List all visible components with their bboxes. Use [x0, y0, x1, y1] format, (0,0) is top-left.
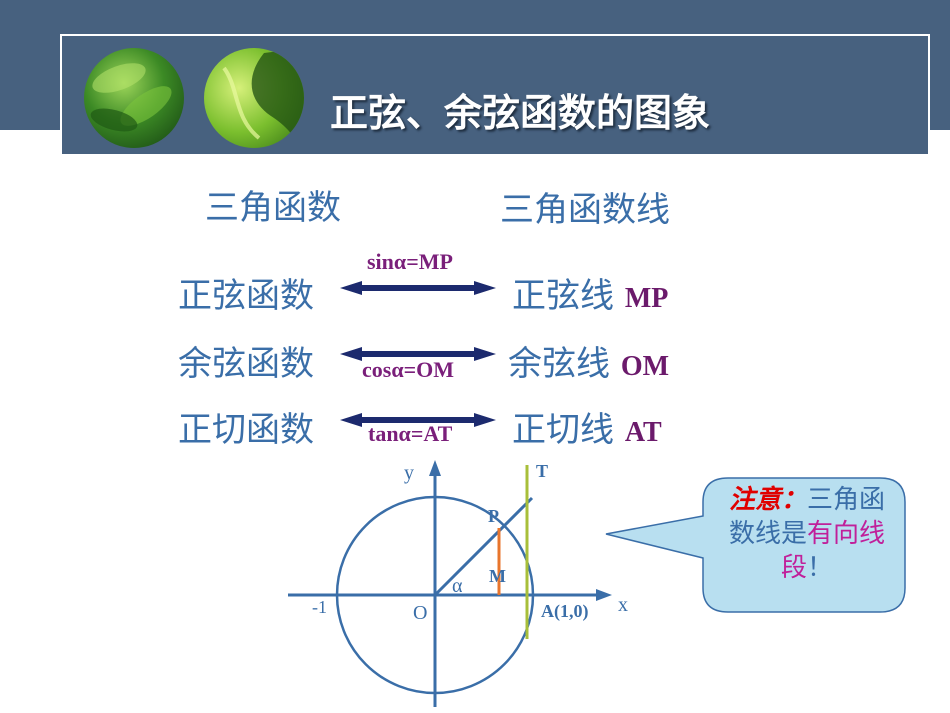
formula-cos: cosα=OM — [362, 357, 455, 382]
a-point-label: A(1,0) — [541, 601, 589, 622]
header-trig-functions: 三角函数 — [205, 188, 341, 228]
segment-om: OM — [620, 351, 670, 382]
func-sine: 正弦函数 — [178, 276, 314, 316]
formula-sin: sinα=MP — [367, 249, 453, 274]
func-cosine: 余弦函数 — [178, 344, 314, 384]
header-trig-lines: 三角函数线 — [500, 190, 670, 230]
t-point-label: T — [536, 461, 548, 481]
double-arrow-2 — [340, 347, 496, 361]
y-axis-arrow — [429, 460, 441, 476]
m-point-label: M — [489, 566, 506, 586]
y-label: y — [404, 462, 414, 484]
line-tangent-label: 正切线 — [512, 410, 614, 450]
line-sine: 正弦线 MP — [512, 268, 668, 317]
callout-bubble — [605, 477, 906, 613]
callout-exclaim: ！ — [807, 553, 834, 583]
note-label: 注意： — [728, 485, 807, 515]
callout-text: 注意：三角函数线是有向线段！ — [722, 483, 892, 585]
page-title: 正弦、余弦函数的图象 — [330, 91, 711, 135]
terminal-ray — [433, 496, 534, 597]
leaf-image-1 — [84, 48, 184, 148]
origin-label: O — [413, 602, 427, 624]
line-cosine-label: 余弦线 — [508, 344, 610, 384]
segment-at: AT — [624, 417, 662, 448]
leaf-image-2 — [204, 48, 304, 148]
double-arrow-3 — [340, 413, 496, 427]
double-arrow-1 — [340, 281, 496, 295]
line-tangent: 正切线 AT — [512, 402, 662, 451]
line-cosine: 余弦线 OM — [508, 336, 669, 385]
segment-mp: MP — [624, 283, 669, 314]
callout-text-part1: 三角函数线是 — [728, 485, 886, 549]
formula-tan: tanα=AT — [368, 421, 453, 446]
x-axis-arrow — [596, 589, 612, 601]
unit-circle-diagram: y x O -1 A(1,0) P M T α — [288, 460, 628, 707]
x-label: x — [618, 594, 628, 616]
func-tangent: 正切函数 — [178, 410, 314, 450]
neg-one-label: -1 — [312, 597, 327, 617]
p-point-label: P — [488, 506, 499, 526]
alpha-label: α — [452, 575, 463, 597]
callout-highlight: 有向线段 — [780, 519, 886, 583]
line-sine-label: 正弦线 — [512, 276, 614, 316]
